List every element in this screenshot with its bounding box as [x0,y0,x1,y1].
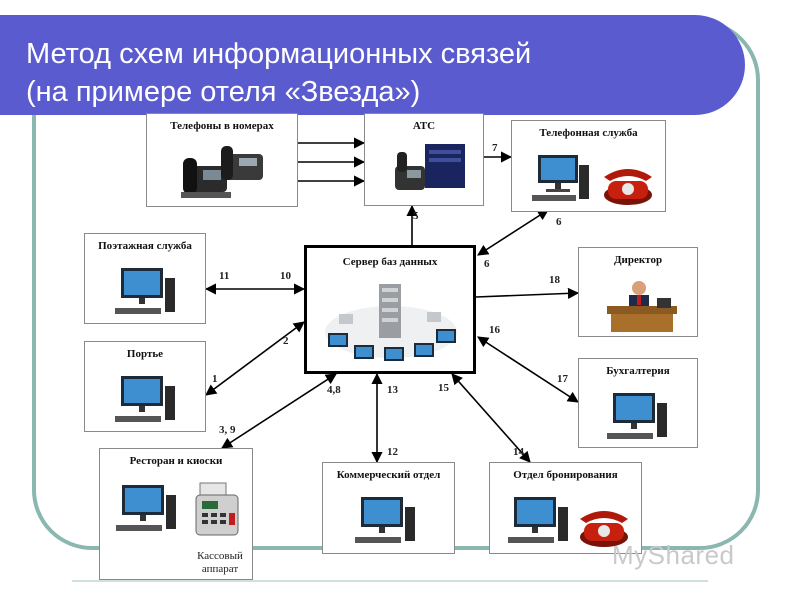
edge-label: 13 [387,384,398,396]
edge-label: 4,8 [327,384,341,396]
node-label: Отдел бронирования [513,469,618,481]
watermark: MyShared [612,540,735,570]
computer-icon [508,497,568,543]
node-label: Телефонная служба [539,127,638,139]
cash-register-icon [195,482,239,536]
node-label: Поэтажная служба [98,240,192,252]
edge-label: 14 [513,446,524,458]
node-porter: Портье [84,341,206,432]
edge-label: 1 [212,373,218,385]
edge-label: 15 [438,382,449,394]
node-label: Сервер баз данных [342,256,438,268]
edge-label: 16 [489,324,500,336]
node-phones-rooms: Телефоны в номерах [146,113,298,207]
node-label: Бухгалтерия [606,365,670,377]
node-label: Телефоны в номерах [170,120,274,132]
node-ats: АТС [364,113,484,206]
pbx-icon [395,144,465,190]
cash-register-note: Кассовый аппарат [197,550,243,575]
footer-divider [72,580,708,582]
node-label: Директор [613,254,663,266]
node-label: Коммерческий отдел [336,469,441,481]
desk-phone-icon [181,146,263,198]
computer-icon [355,497,415,543]
node-commercial: Коммерческий отдел [322,462,455,554]
computer-icon [116,485,176,531]
edge-label: 6 [556,216,562,228]
node-director: Директор [578,247,698,337]
telephone-icon [580,511,628,547]
edge-label: 10 [280,270,291,282]
node-label: АТС [412,120,436,132]
edge-label: 11 [219,270,230,282]
node-label: Портье [126,348,164,360]
node-accounting: Бухгалтерия [578,358,698,448]
slide-title: Метод схем информационных связей [26,38,532,70]
edge-label: 6 [484,258,490,270]
edge-label: 18 [549,274,560,286]
edge-label: 17 [557,373,568,385]
computer-icon [607,393,667,439]
director-desk-icon [607,281,677,332]
node-label: Ресторан и киоски [129,455,223,467]
edge-label: 5 [413,210,419,222]
edge-label: 3, 9 [219,424,236,436]
node-floor-service: Поэтажная служба [84,233,206,324]
slide-subtitle: (на примере отеля «Звезда») [26,76,421,108]
computer-icon [115,376,175,422]
node-restaurant: Ресторан и киоски Кассовый аппарат [99,448,253,580]
edge-label: 2 [283,335,289,347]
node-booking: Отдел бронирования [489,462,642,554]
edge-label: 7 [492,142,498,154]
server-network-icon [325,284,457,361]
node-server: Сервер баз данных [304,245,476,374]
edge-label: 12 [387,446,398,458]
computer-icon [115,268,175,314]
telephone-icon [604,169,652,205]
computer-icon [532,155,589,201]
node-phone-service: Телефонная служба [511,120,666,212]
title-banner: Метод схем информационных связей (на при… [0,15,745,115]
